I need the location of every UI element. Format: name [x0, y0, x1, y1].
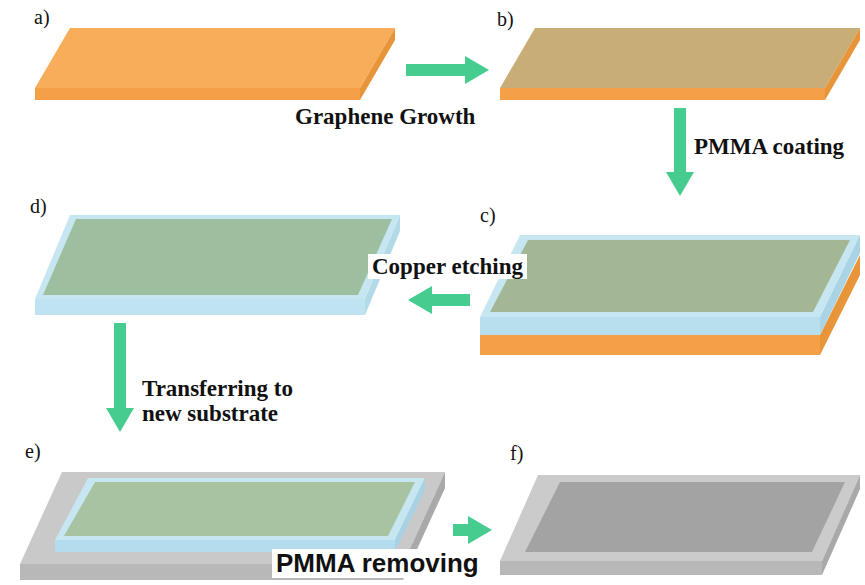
step-label: Transferring to new substrate	[142, 376, 334, 427]
pmma-graphene-copper-stack	[480, 235, 860, 355]
step-label: Copper etching	[368, 254, 527, 279]
step-label: PMMA removing	[272, 549, 483, 578]
process-step-panel: a)	[28, 4, 400, 102]
pmma-graphene-film	[35, 215, 400, 315]
process-step-panel: d)	[26, 193, 402, 317]
process-arrow	[432, 294, 470, 306]
step-letter: e)	[25, 440, 41, 462]
graphene-on-substrate	[500, 475, 860, 575]
process-step-panel: c)	[476, 202, 862, 357]
step-label: Graphene Growth	[295, 104, 475, 129]
process-step-panel: f)	[498, 440, 862, 577]
step-label: PMMA coating	[694, 134, 844, 159]
copper-foil	[35, 28, 395, 100]
step-letter: d)	[30, 195, 47, 217]
step-letter: b)	[497, 8, 514, 30]
process-arrow	[674, 108, 686, 172]
step-letter: c)	[480, 204, 496, 226]
process-arrow	[453, 524, 468, 536]
process-step-panel: b)	[495, 4, 862, 102]
graphene-on-copper	[500, 28, 860, 100]
step-letter: a)	[34, 6, 50, 28]
process-arrow	[406, 64, 465, 76]
process-arrow	[114, 323, 126, 408]
step-letter: f)	[510, 442, 523, 464]
